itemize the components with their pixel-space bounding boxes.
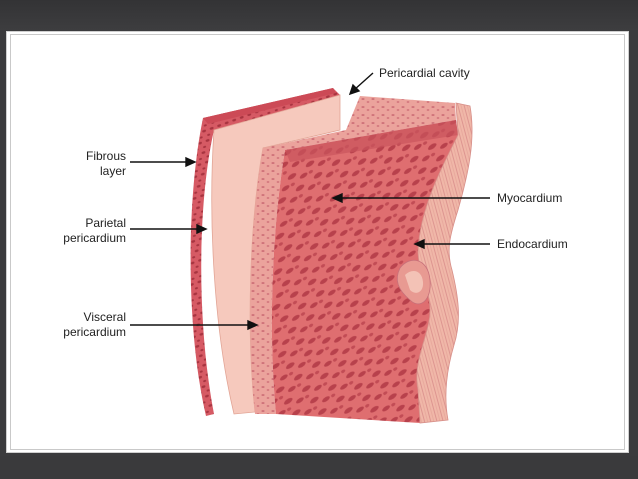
arrowhead-endocardium xyxy=(413,238,425,250)
label-endocardium: Endocardium xyxy=(497,237,568,251)
arrowhead-fibrous-layer xyxy=(185,156,197,168)
arrow-pericardial-cavity xyxy=(353,72,374,91)
label-visceral-line1: Visceral xyxy=(83,310,126,324)
arrowhead-visceral-pericardium xyxy=(247,319,259,331)
arrowhead-pericardial-cavity xyxy=(348,83,361,96)
myocardium-shape xyxy=(271,120,458,423)
slide-top-band xyxy=(0,0,638,30)
label-parietal-pericardium: Parietal pericardium xyxy=(40,216,126,246)
label-pericardial-cavity: Pericardial cavity xyxy=(379,66,470,80)
leader-arrows xyxy=(130,72,490,331)
visceral-pericardium-shape xyxy=(250,96,456,414)
label-fibrous-layer: Fibrous layer xyxy=(54,149,126,179)
label-parietal-line2: pericardium xyxy=(63,231,126,245)
arrowhead-parietal-pericardium xyxy=(196,223,208,235)
slide-bottom-band xyxy=(0,456,638,479)
label-visceral-pericardium: Visceral pericardium xyxy=(40,310,126,340)
arrowhead-myocardium xyxy=(331,192,343,204)
fibrous-layer-shape xyxy=(190,88,340,416)
endocardium-shape xyxy=(396,102,473,424)
label-fibrous-line1: Fibrous xyxy=(85,149,126,163)
label-myocardium: Myocardium xyxy=(497,191,563,205)
label-fibrous-line2: layer xyxy=(99,164,126,178)
label-visceral-line2: pericardium xyxy=(63,325,126,339)
label-parietal-line1: Parietal xyxy=(85,216,126,230)
